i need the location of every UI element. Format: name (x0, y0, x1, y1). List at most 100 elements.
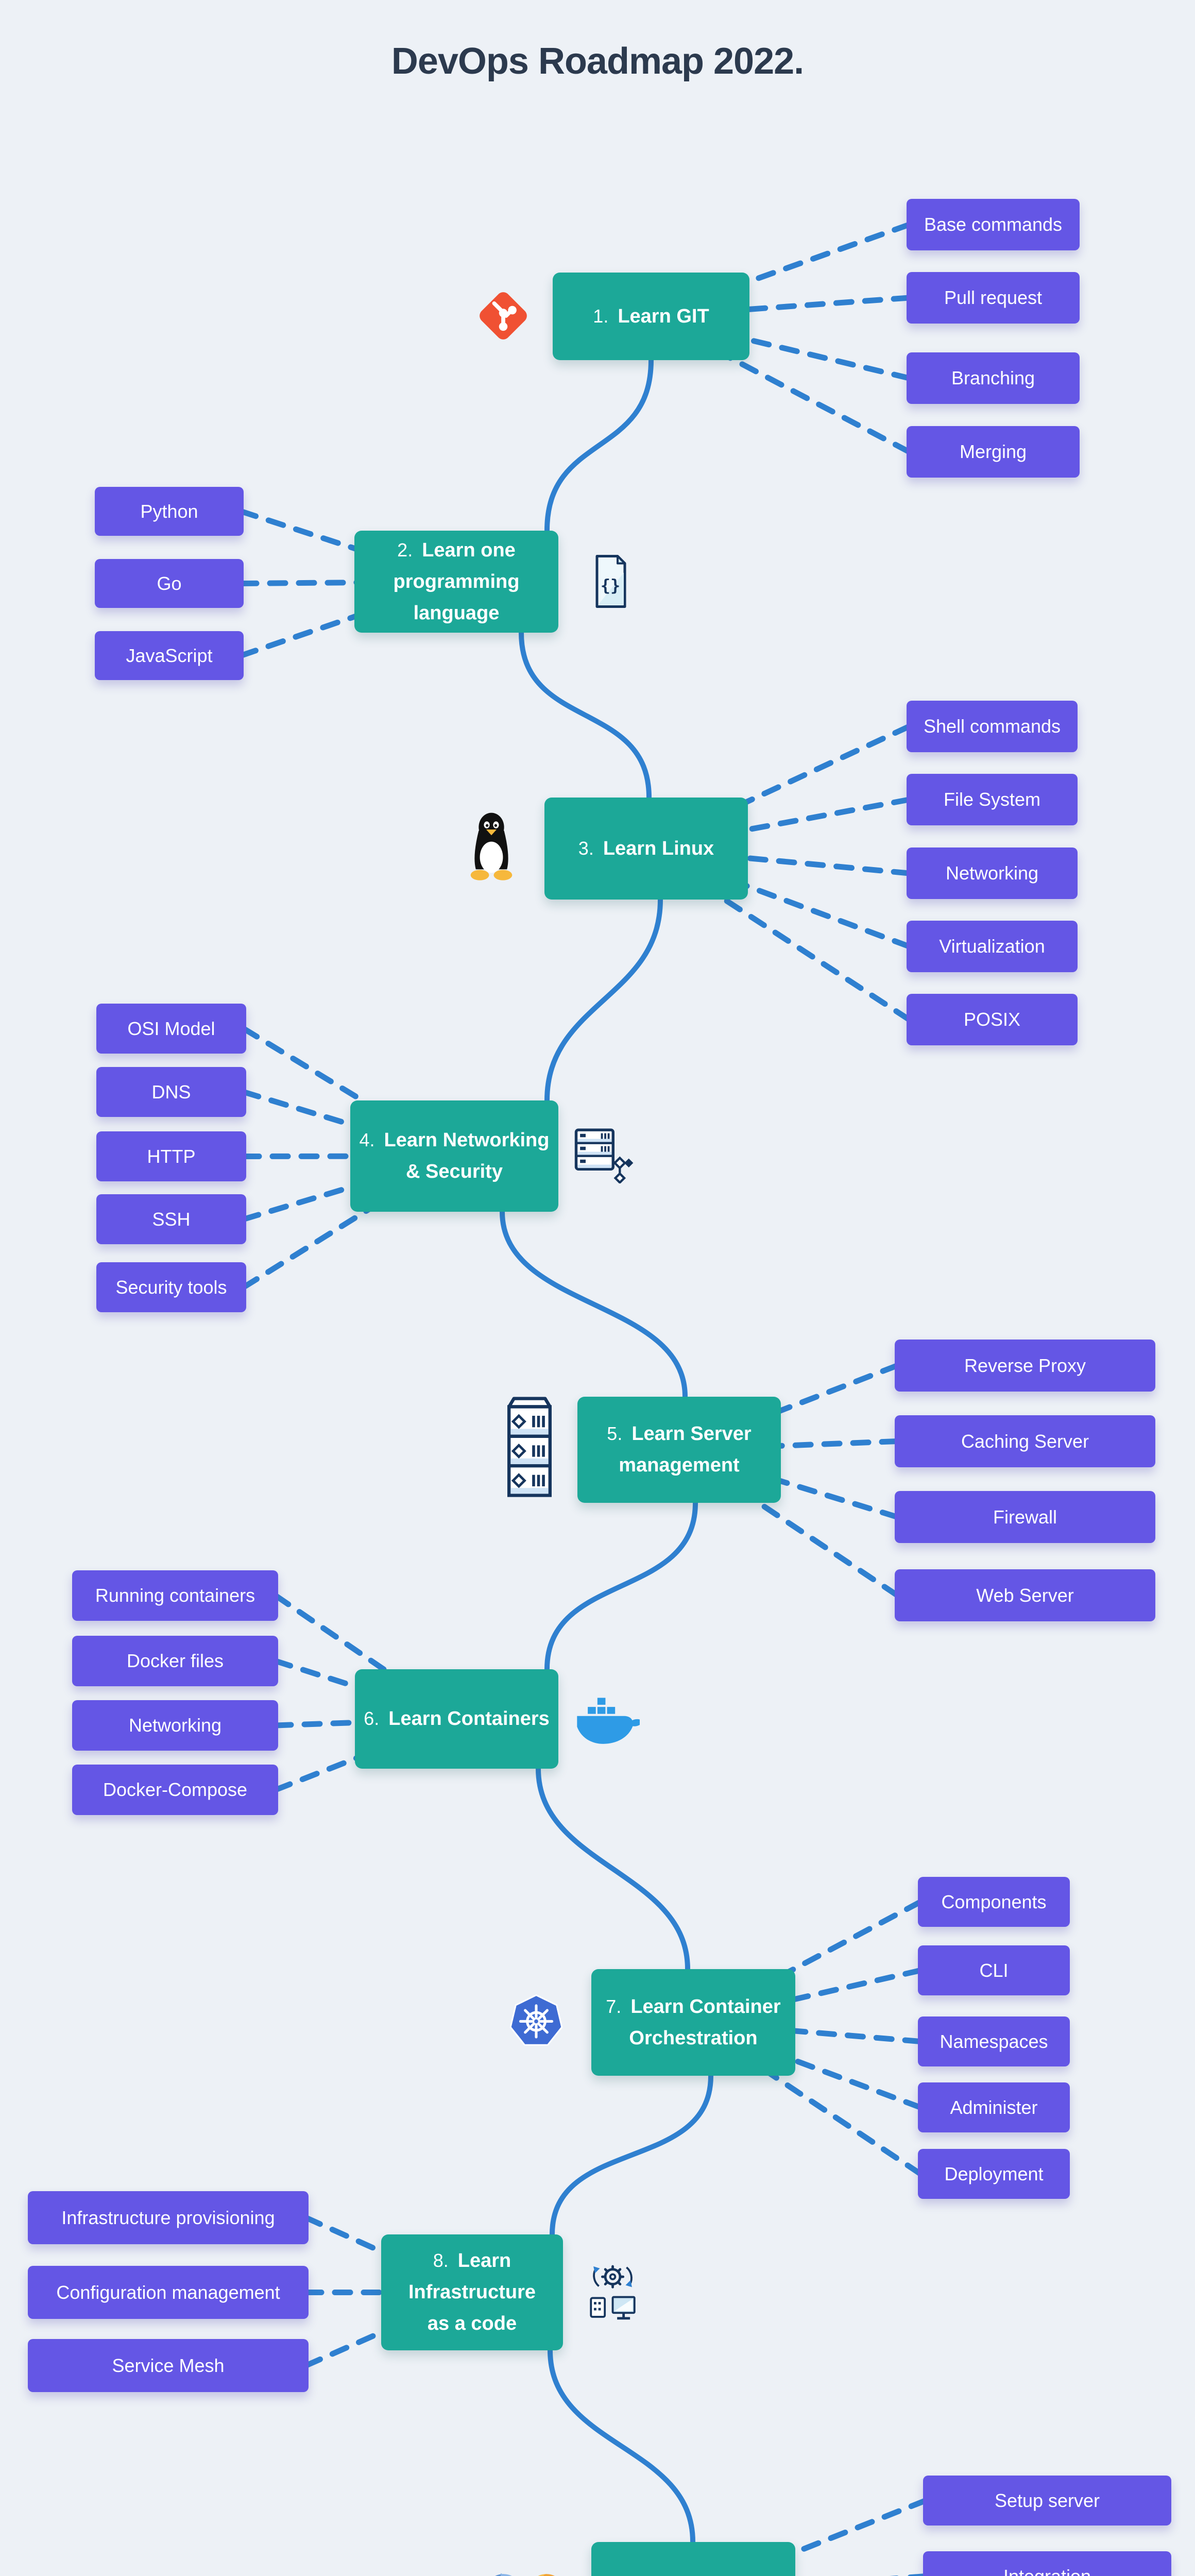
step-node-5: 5. Learn Server management (577, 1397, 781, 1503)
topic-label: Shell commands (923, 716, 1061, 737)
docker-icon (573, 1691, 640, 1747)
topic-box: HTTP (96, 1131, 246, 1181)
topic-label: Web Server (976, 1584, 1074, 1606)
main-curve-segment (544, 1500, 698, 1672)
topic-label: Virtualization (939, 936, 1045, 957)
topic-label: Reverse Proxy (964, 1354, 1086, 1376)
main-curve-segment (500, 1209, 688, 1399)
topic-box: Namespaces (918, 2016, 1070, 2066)
topic-label: OSI Model (127, 1018, 215, 1039)
code-file-icon: {} (585, 551, 636, 612)
topic-label: Deployment (944, 2163, 1044, 2184)
step-label: Infrastructure (408, 2281, 536, 2303)
step-label: & Security (406, 1161, 503, 1182)
dashed-connector (727, 2498, 929, 2576)
main-curve-segment (519, 630, 652, 800)
topic-label: CLI (979, 1959, 1009, 1981)
topic-label: Administer (950, 2096, 1038, 2118)
main-curve-segment (544, 897, 663, 1103)
topic-box: Web Server (895, 1569, 1155, 1621)
step-label: language (413, 602, 500, 624)
server-icon (501, 1394, 558, 1504)
topic-box: Docker-Compose (72, 1765, 278, 1815)
topic-label: Security tools (115, 1276, 227, 1298)
main-curve-segment (548, 2348, 695, 2545)
main-curve-segment (550, 2073, 713, 2237)
step-number: 7. (606, 1995, 622, 2017)
topic-box: Integration (923, 2551, 1171, 2576)
topic-label: Base commands (924, 214, 1063, 235)
topic-label: Pull request (944, 287, 1043, 308)
topic-box: File System (907, 774, 1078, 825)
topic-box: Python (95, 487, 244, 536)
topic-box: Deployment (918, 2149, 1070, 2199)
topic-label: Components (941, 1891, 1047, 1912)
step-node-3: 3. Learn Linux (544, 798, 748, 900)
topic-box: Go (95, 559, 244, 608)
topic-box: OSI Model (96, 1004, 246, 1054)
step-node-4: 4. Learn Networking & Security (350, 1100, 558, 1212)
main-curve-segment (544, 358, 654, 533)
step-label: Learn Containers (388, 1708, 550, 1730)
step-label: Learn Linux (603, 837, 714, 859)
step-node-6: 6.Learn Containers (355, 1669, 558, 1769)
dashed-connector (690, 2020, 924, 2177)
step-node-9: 9.Learn CI/CD (591, 2542, 795, 2576)
topic-box: Infrastructure provisioning (28, 2191, 309, 2244)
topic-box: Pull request (907, 272, 1080, 324)
network-icon (573, 1126, 637, 1183)
topic-label: Infrastructure provisioning (61, 2207, 275, 2228)
topic-box: JavaScript (95, 631, 244, 680)
step-label: management (619, 1454, 740, 1476)
svg-text:{}: {} (601, 576, 621, 596)
dashed-connector (676, 1363, 900, 1453)
dashed-connector (648, 313, 912, 381)
topic-box: Administer (918, 2082, 1070, 2132)
topic-box: Reverse Proxy (895, 1340, 1155, 1392)
topic-box: Setup server (923, 2476, 1171, 2526)
topic-box: Base commands (907, 199, 1080, 250)
step-label: Learn Networking (384, 1129, 550, 1151)
step-label: Learn Container (630, 1995, 781, 2018)
topic-label: Firewall (993, 1506, 1057, 1528)
step-number: 5. (607, 1423, 623, 1444)
topic-label: Running containers (95, 1585, 255, 1606)
step-number: 4. (359, 1129, 375, 1150)
topic-box: Docker files (72, 1636, 278, 1686)
kubernetes-icon (507, 1993, 565, 2052)
step-label: Learn Server (631, 1423, 752, 1445)
topic-label: DNS (151, 1081, 191, 1103)
topic-box: Virtualization (907, 921, 1078, 972)
step-number: 8. (433, 2250, 449, 2271)
step-label: Learn (457, 2250, 511, 2272)
topic-label: POSIX (963, 1009, 1021, 1030)
iac-icon (582, 2259, 644, 2324)
git-icon (475, 287, 532, 344)
step-node-1: 1.Learn GIT (553, 273, 749, 360)
main-curve-segment (536, 1766, 690, 1972)
topic-label: Networking (128, 1715, 222, 1736)
topic-label: Branching (951, 367, 1035, 388)
topic-label: JavaScript (126, 645, 213, 666)
topic-box: Branching (907, 352, 1080, 404)
topic-box: Firewall (895, 1491, 1155, 1543)
topic-label: Caching Server (961, 1430, 1089, 1452)
topic-box: Merging (907, 426, 1080, 478)
topic-box: Components (918, 1877, 1070, 1927)
topic-label: Networking (945, 862, 1039, 884)
dashed-connector (690, 1968, 924, 2025)
topic-box: Security tools (96, 1262, 246, 1312)
topic-label: Service Mesh (112, 2354, 225, 2376)
topic-box: CLI (918, 1945, 1070, 1995)
topic-label: Docker-Compose (103, 1779, 248, 1800)
topic-label: Integration (1003, 2565, 1091, 2576)
topic-label: Docker files (126, 1650, 224, 1671)
topic-box: Running containers (72, 1570, 278, 1621)
topic-box: Shell commands (907, 701, 1078, 752)
topic-label: Namespaces (940, 2030, 1048, 2052)
step-number: 3. (578, 837, 594, 859)
topic-box: Networking (72, 1700, 278, 1751)
dashed-connector (643, 796, 912, 852)
step-label: programming (393, 570, 520, 592)
